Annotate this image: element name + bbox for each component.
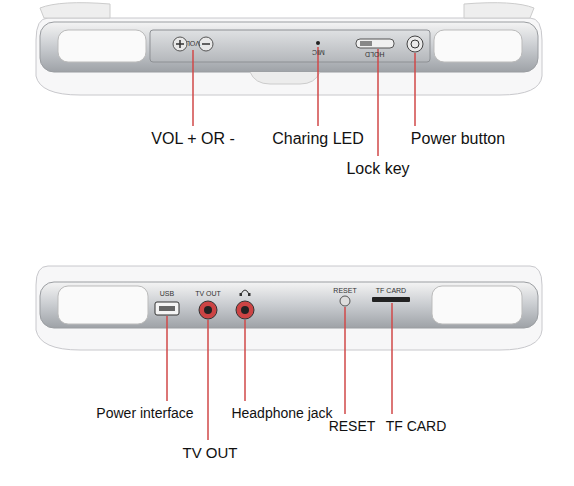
- part-label: Power button: [411, 130, 505, 148]
- leader-lines: [167, 47, 415, 440]
- device-print: HOLD: [365, 50, 384, 58]
- bottom-view: [36, 266, 542, 350]
- part-label: Charing LED: [272, 130, 364, 148]
- device-print: USB: [160, 290, 174, 298]
- device-print: MIC: [312, 48, 325, 56]
- part-label: Power interface: [96, 405, 193, 421]
- part-label: VOL + OR -: [151, 130, 234, 148]
- device-print: TV OUT: [195, 290, 221, 298]
- part-label: Headphone jack: [231, 405, 332, 421]
- device-print: VOL: [186, 39, 200, 47]
- device-print: TF CARD: [376, 287, 406, 295]
- part-label: Lock key: [346, 160, 409, 178]
- top-view: [36, 3, 542, 95]
- part-label: TV OUT: [183, 444, 238, 461]
- device-print: RESET: [333, 287, 356, 295]
- part-label: RESET: [329, 418, 376, 434]
- part-label: TF CARD: [386, 418, 447, 434]
